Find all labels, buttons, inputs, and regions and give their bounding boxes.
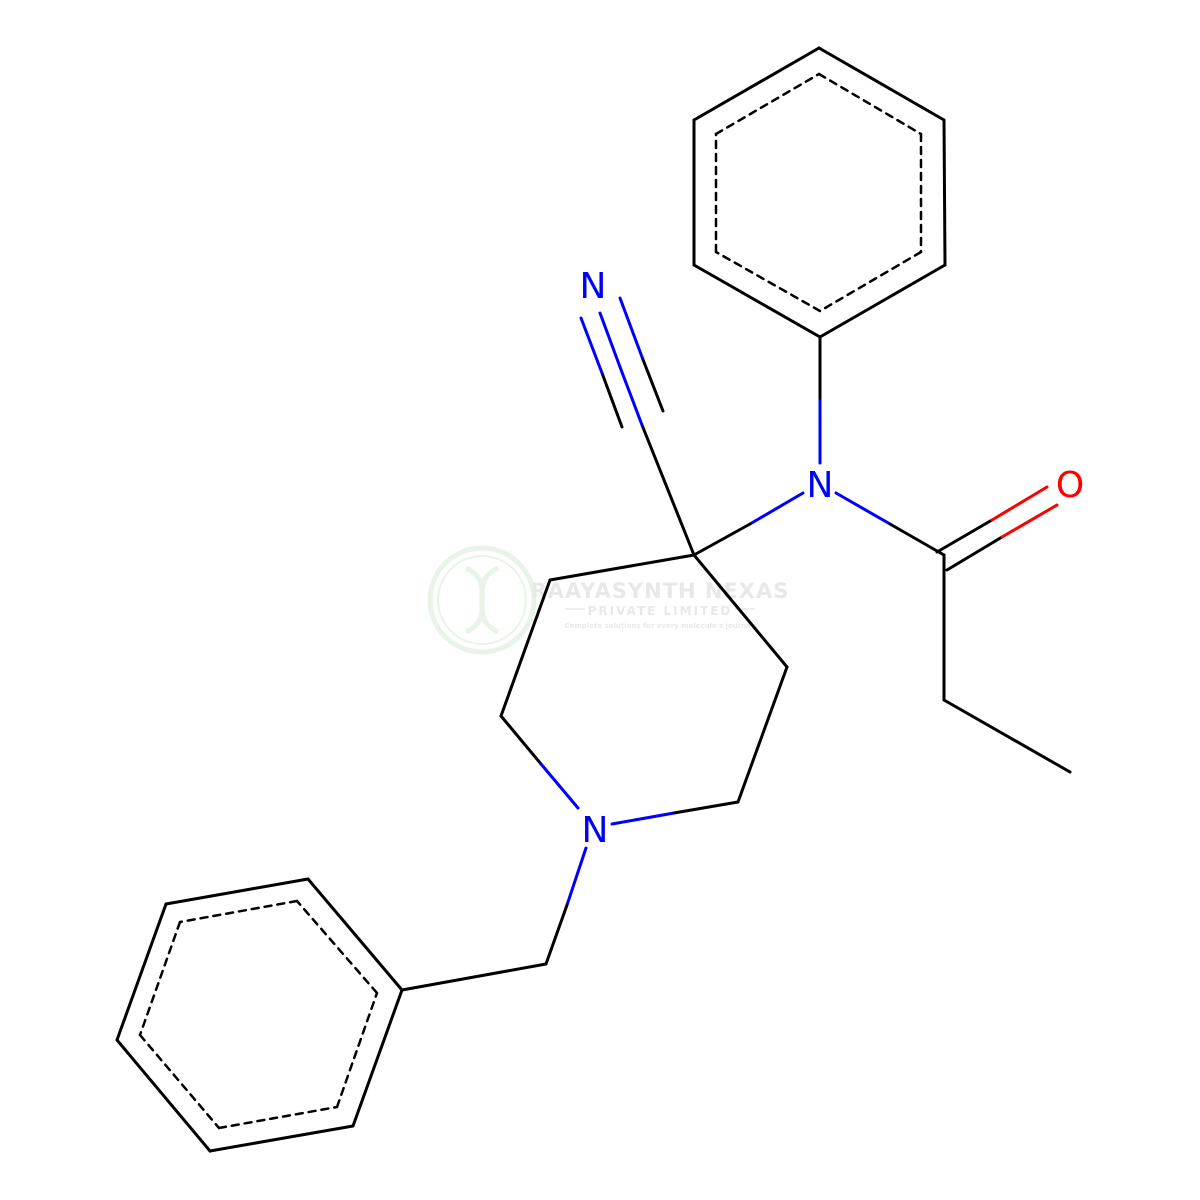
piperidine-ring bbox=[499, 553, 789, 826]
bond-n-quaternary-c bbox=[692, 491, 805, 557]
bond-n-carbonyl bbox=[834, 491, 946, 557]
watermark-logo-icon bbox=[427, 545, 537, 655]
watermark-tagline: Complete solutions for every molecule's … bbox=[565, 622, 756, 630]
ethyl-chain bbox=[942, 553, 1072, 774]
atom-label-amide-n: N bbox=[807, 465, 834, 506]
nitrile-triple-bond bbox=[579, 296, 696, 557]
bond-n-benzyl bbox=[400, 846, 588, 992]
carbonyl-double-bond bbox=[935, 485, 1059, 572]
watermark-subtitle: PRIVATE LIMITED bbox=[588, 604, 733, 618]
watermark: RAAYASYNTH NEXAS PRIVATE LIMITED Complet… bbox=[427, 545, 790, 655]
atom-label-piperidine-n: N bbox=[582, 810, 609, 851]
atom-label-carbonyl-o: O bbox=[1056, 465, 1084, 506]
benzyl-ring bbox=[115, 877, 404, 1153]
phenyl-ring bbox=[692, 46, 947, 339]
atom-label-cyano-n: N bbox=[580, 266, 607, 307]
watermark-title: RAAYASYNTH NEXAS bbox=[531, 579, 790, 603]
